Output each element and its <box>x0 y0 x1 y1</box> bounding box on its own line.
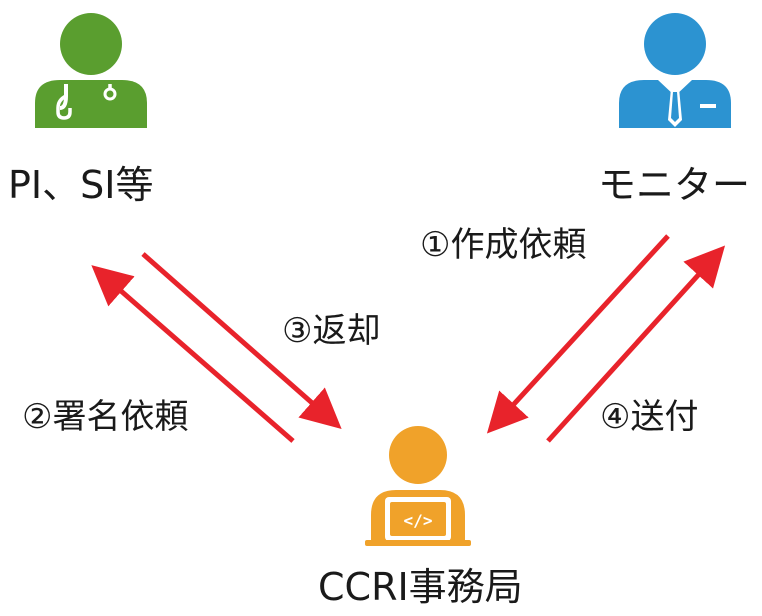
code-glyph: </> <box>404 511 433 530</box>
monitor-label: モニター <box>598 163 751 207</box>
arrow-signature-request-to-pi <box>91 265 295 443</box>
doctor-icon <box>35 13 147 128</box>
step-send-label: ④送付 <box>600 397 699 437</box>
ccri-office-label: CCRI事務局 <box>318 565 523 609</box>
developer-laptop-icon <box>365 426 471 546</box>
step-return-label: ③返却 <box>282 311 381 351</box>
arrow-return-to-office <box>141 252 342 429</box>
step-signature-request-label: ②署名依頼 <box>22 397 189 437</box>
pi-si-label: PI、SI等 <box>8 163 154 207</box>
arrow-send-to-monitor <box>546 245 726 443</box>
step-create-request-label: ①作成依頼 <box>420 225 587 265</box>
businessman-icon <box>619 13 731 128</box>
arrow-create-request-to-office <box>486 234 670 434</box>
